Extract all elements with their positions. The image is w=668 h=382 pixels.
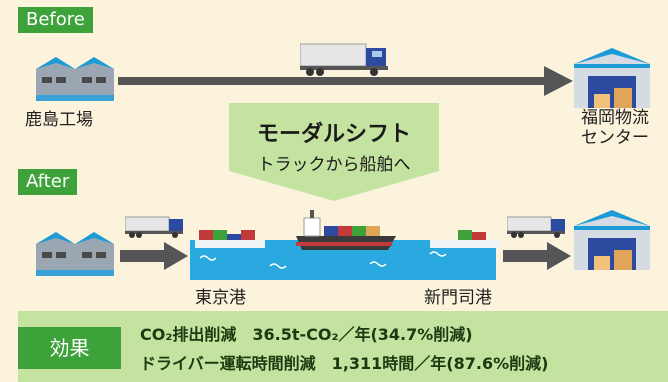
origin-label: 鹿島工場 <box>25 110 93 130</box>
effect-driver-line: ドライバー運転時間削減 1,311時間／年(87.6%削減) <box>140 354 549 373</box>
truck-icon-after-1 <box>125 216 183 238</box>
after-tag: After <box>18 169 78 195</box>
destination-label: 福岡物流 センター <box>570 108 660 148</box>
route-arrow-after-2 <box>503 242 571 270</box>
callout-subtitle: トラックから船舶へ <box>257 155 411 175</box>
route-arrow-after-1 <box>120 242 188 270</box>
origin-port-label: 東京港 <box>195 288 246 308</box>
warehouse-icon <box>574 48 650 108</box>
modal-shift-callout <box>229 103 439 201</box>
truck-icon <box>300 43 388 76</box>
effect-panel <box>18 311 668 382</box>
factory-icon-after <box>36 232 114 276</box>
route-arrow <box>118 66 573 96</box>
before-tag: Before <box>18 7 93 33</box>
destination-label-line2: センター <box>581 128 649 148</box>
destination-label-line1: 福岡物流 <box>581 108 649 128</box>
ship-icon <box>296 210 396 250</box>
destination-port-label: 新門司港 <box>424 288 492 308</box>
effect-tag: 効果 <box>18 327 121 369</box>
destination-port-icon <box>430 230 500 248</box>
callout-title: モーダルシフト <box>256 122 411 147</box>
origin-port-icon <box>195 230 265 248</box>
factory-icon <box>36 57 114 101</box>
effect-co2-line: CO₂排出削減 36.5t-CO₂／年(34.7%削減) <box>140 325 473 344</box>
truck-icon-after-2 <box>507 216 565 238</box>
warehouse-icon-after <box>574 210 650 270</box>
